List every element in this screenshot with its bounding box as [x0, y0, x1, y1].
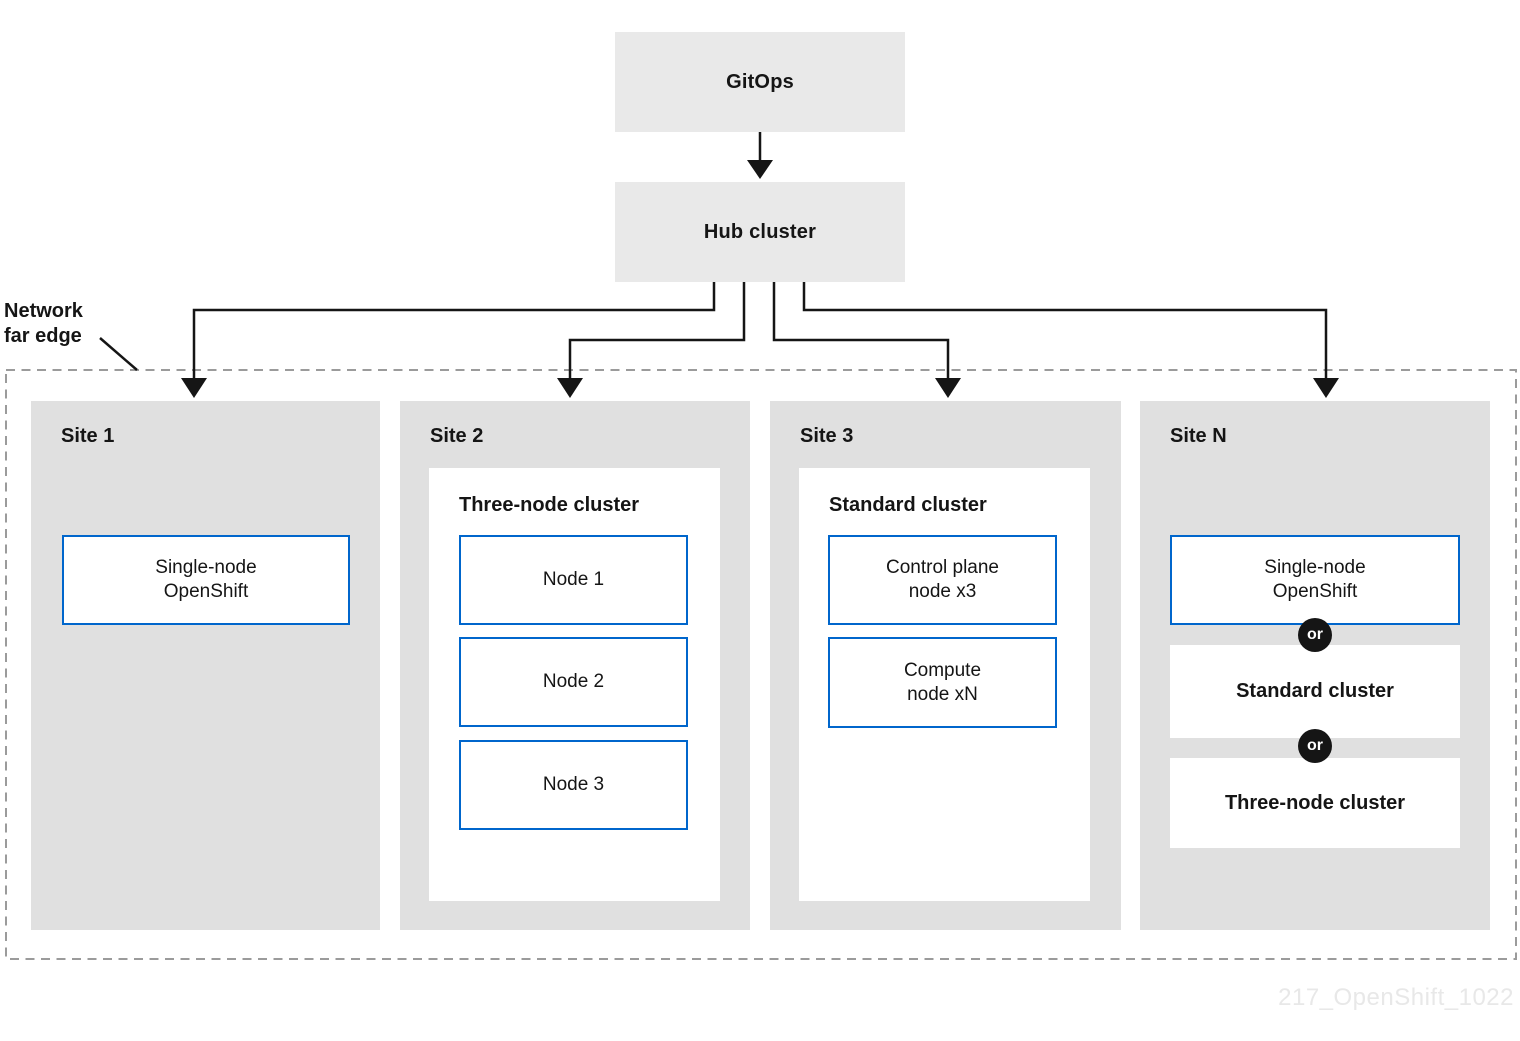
site-2-node-2-box: Node 2 [459, 637, 688, 727]
site-2-box: Site 2 Three-node cluster Node 1 Node 2 … [400, 401, 750, 930]
site-3-control-plane-node-box: Control plane node x3 [828, 535, 1057, 625]
figure-id-watermark: 217_OpenShift_1022 [1278, 984, 1514, 1011]
site-2-node-3-box: Node 3 [459, 740, 688, 830]
or-badge-2: or [1298, 729, 1332, 763]
network-far-edge-label-line2: far edge [4, 325, 82, 347]
arrow-hub-to-site1 [181, 282, 716, 398]
node-3-label: Node 3 [542, 774, 605, 795]
gitops-box: GitOps [615, 32, 905, 132]
site-3-compute-node-box: Compute node xN [828, 637, 1057, 728]
site-1-box: Site 1 Single-node OpenShift [31, 401, 380, 930]
site-n-title: Site N [1170, 425, 1227, 447]
site-1-title: Site 1 [61, 425, 115, 447]
node-1-label: Node 1 [542, 569, 605, 590]
standard-cluster-title: Standard cluster [829, 494, 987, 516]
compute-node-label: Compute node xN [903, 659, 982, 705]
network-far-edge-label-line1: Network [4, 300, 83, 322]
three-node-cluster-title: Three-node cluster [459, 494, 640, 516]
arrow-gitops-to-hub [747, 132, 773, 179]
site-3-title: Site 3 [800, 425, 854, 447]
network-far-edge-label: Network far edge [4, 299, 83, 349]
arrow-hub-to-site2 [557, 282, 746, 398]
network-label-pointer-line [99, 337, 138, 371]
or-badge-1: or [1298, 618, 1332, 652]
site-2-title: Site 2 [430, 425, 484, 447]
site-n-three-node-cluster-box: Three-node cluster [1170, 758, 1460, 848]
site-1-single-node-openshift-box: Single-node OpenShift [62, 535, 350, 625]
node-2-label: Node 2 [542, 671, 605, 692]
hub-cluster-box: Hub cluster [615, 182, 905, 282]
site-n-standard-cluster-label: Standard cluster [1236, 680, 1394, 702]
site-n-three-node-cluster-label: Three-node cluster [1224, 791, 1406, 814]
site-3-box: Site 3 Standard cluster Control plane no… [770, 401, 1121, 930]
site-n-standard-cluster-box: Standard cluster [1170, 645, 1460, 738]
site-2-three-node-cluster-box: Three-node cluster Node 1 Node 2 Node 3 [429, 468, 720, 901]
gitops-label: GitOps [726, 70, 794, 93]
site-n-box: Site N Single-node OpenShift or Standard… [1140, 401, 1490, 930]
site-n-single-node-openshift-label: Single-node OpenShift [1264, 557, 1366, 602]
arrow-hub-to-siteN [802, 282, 1339, 398]
single-node-openshift-label: Single-node OpenShift [155, 557, 257, 602]
site-3-standard-cluster-box: Standard cluster Control plane node x3 C… [799, 468, 1090, 901]
arrow-hub-to-site3 [772, 282, 961, 398]
site-2-node-1-box: Node 1 [459, 535, 688, 625]
hub-cluster-label: Hub cluster [703, 220, 817, 243]
control-plane-node-label: Control plane node x3 [885, 557, 1000, 602]
site-n-single-node-openshift-box: Single-node OpenShift [1170, 535, 1460, 625]
